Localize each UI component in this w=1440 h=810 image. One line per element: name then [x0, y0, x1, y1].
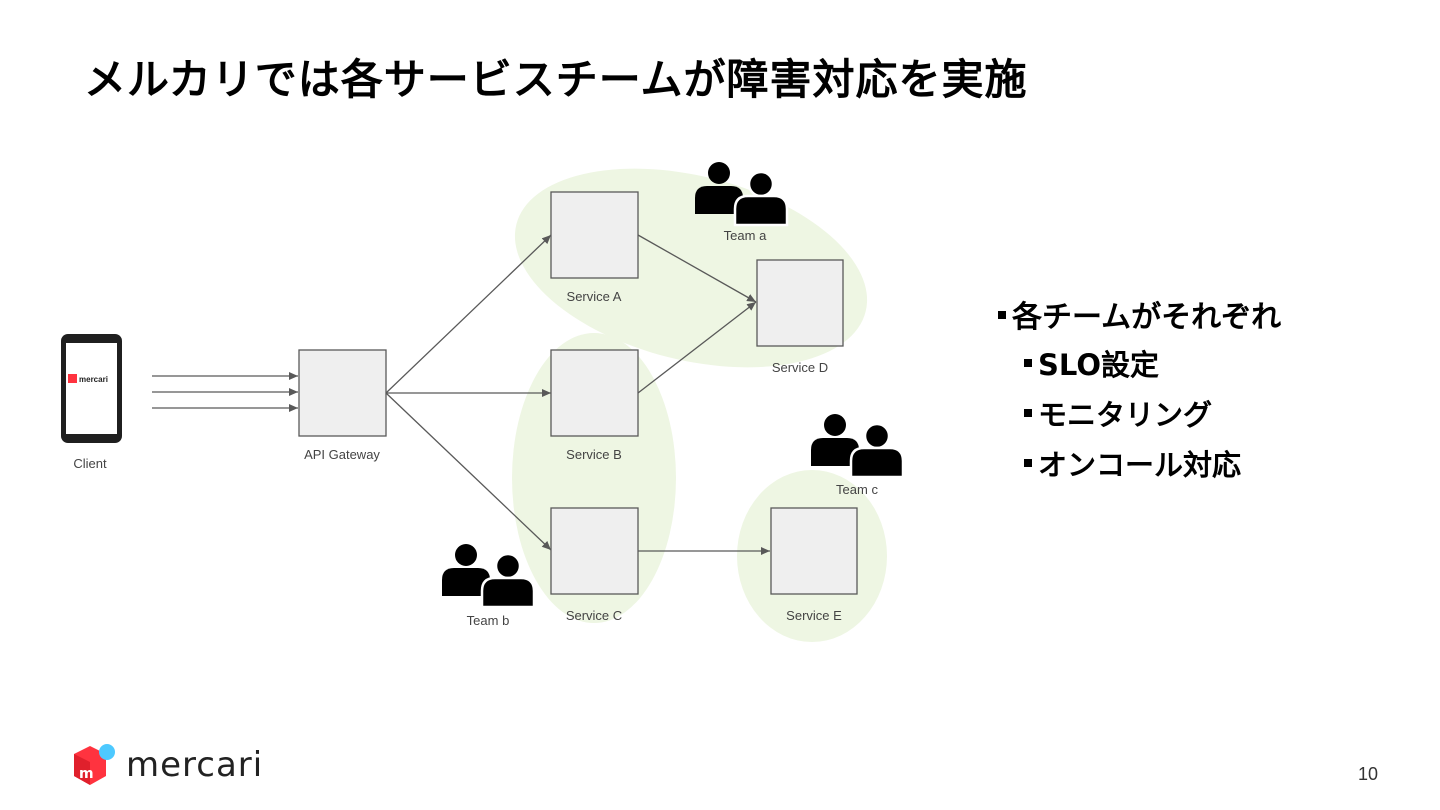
client-device: mercari [61, 334, 122, 443]
service-d-node [756, 259, 844, 347]
edge-gateway-service-c [385, 392, 552, 551]
service-c-node [550, 507, 639, 595]
team-b-label: Team b [467, 613, 510, 628]
bullet-marker [1024, 459, 1032, 467]
service-e-label: Service E [786, 608, 842, 623]
bullet-marker [1024, 409, 1032, 417]
service-c-label: Service C [566, 608, 622, 623]
api-gateway-node [298, 349, 387, 437]
client-brand-text: mercari [79, 375, 108, 384]
service-b-label: Service B [566, 447, 622, 462]
bullet-item: オンコール対応 [998, 440, 1281, 490]
bullet-item: モニタリング [998, 390, 1281, 440]
service-b-node [550, 349, 639, 437]
bullet-marker [1024, 359, 1032, 367]
mercari-box-icon: m [74, 744, 115, 785]
responsibility-list: 各チームがそれぞれ SLO設定 モニタリング オンコール対応 [998, 296, 1281, 490]
svg-text:m: m [79, 766, 94, 782]
bullet-heading-text: 各チームがそれぞれ [1012, 300, 1282, 335]
page-number: 10 [1357, 764, 1378, 784]
logo-wordmark: mercari [126, 745, 264, 785]
bullet-item-text: SLO設定 [1038, 348, 1159, 382]
client-label: Client [73, 456, 107, 471]
edge-service-b-service-d [637, 301, 757, 394]
slide-title: メルカリでは各サービスチームが障害対応を実施 [84, 55, 1028, 104]
bullet-item-text: モニタリング [1038, 398, 1213, 432]
edge-gateway-service-a [385, 234, 552, 394]
edge-service-a-service-d [637, 234, 757, 303]
mercari-logo: m mercari [70, 742, 263, 788]
bullet-item-text: オンコール対応 [1038, 448, 1242, 482]
bullet-marker [998, 310, 1006, 319]
bullet-item: SLO設定 [998, 340, 1281, 390]
service-a-node [550, 191, 639, 279]
team-c-people-icon [811, 414, 905, 479]
client-brand-icon [68, 374, 77, 383]
team-a-people-icon [695, 162, 789, 227]
bullet-heading: 各チームがそれぞれ [998, 296, 1281, 340]
team-b-people-icon [442, 544, 536, 609]
team-a-label: Team a [724, 228, 767, 243]
service-a-label: Service A [567, 289, 622, 304]
team-c-label: Team c [836, 482, 878, 497]
service-e-node [770, 507, 858, 595]
api-gateway-label: API Gateway [304, 447, 380, 462]
service-d-label: Service D [772, 360, 828, 375]
